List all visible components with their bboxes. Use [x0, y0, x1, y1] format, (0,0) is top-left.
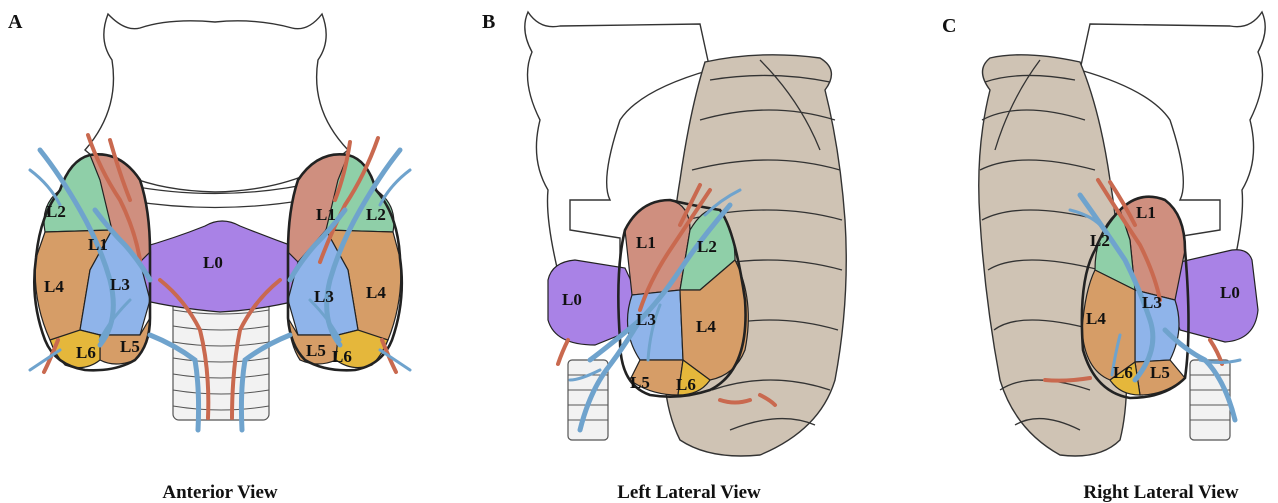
trachea — [173, 296, 269, 420]
label-l2-left-lateral: L2 — [697, 237, 717, 256]
label-l5-right: L5 — [306, 341, 326, 360]
label-l0-left-lateral: L0 — [562, 290, 582, 309]
label-l4-left: L4 — [44, 277, 64, 296]
caption-right-lateral: Right Lateral View — [1083, 482, 1238, 503]
label-l6-right: L6 — [332, 347, 352, 366]
label-l0-anterior: L0 — [203, 253, 223, 272]
caption-left-lateral: Left Lateral View — [617, 482, 761, 503]
label-l1-right: L1 — [316, 205, 336, 224]
label-l2-left: L2 — [46, 202, 66, 221]
cricoid-line-2 — [125, 200, 305, 208]
panel-letter-b: B — [482, 11, 495, 33]
label-l5-left-lateral: L5 — [630, 373, 650, 392]
label-l6-right-lateral: L6 — [1113, 363, 1133, 382]
label-l4-right-lateral: L4 — [1086, 309, 1106, 328]
label-l4-right: L4 — [366, 283, 386, 302]
panel-right-lateral: C — [942, 12, 1265, 503]
panel-letter-a: A — [8, 11, 23, 33]
caption-anterior: Anterior View — [162, 482, 277, 503]
label-l0-right-lateral: L0 — [1220, 283, 1240, 302]
label-l3-right-lateral: L3 — [1142, 293, 1162, 312]
label-l5-right-lateral: L5 — [1150, 363, 1170, 382]
panel-left-lateral: B — [482, 11, 846, 503]
label-l2-right: L2 — [366, 205, 386, 224]
label-l3-left-lateral: L3 — [636, 310, 656, 329]
label-l4-left-lateral: L4 — [696, 317, 716, 336]
label-l5-left: L5 — [120, 337, 140, 356]
panel-letter-c: C — [942, 15, 956, 37]
label-l6-left: L6 — [76, 343, 96, 362]
label-l3-right: L3 — [314, 287, 334, 306]
label-l1-left-lateral: L1 — [636, 233, 656, 252]
label-l6-left-lateral: L6 — [676, 375, 696, 394]
right-gland — [288, 154, 402, 370]
label-l1-left: L1 — [88, 235, 108, 254]
panel-anterior: A — [8, 11, 410, 503]
label-l2-right-lateral: L2 — [1090, 231, 1110, 250]
trachea-right-lateral — [1190, 360, 1230, 440]
label-l1-right-lateral: L1 — [1136, 203, 1156, 222]
label-l3-left: L3 — [110, 275, 130, 294]
lobe-l0-right-lateral — [1170, 250, 1258, 342]
